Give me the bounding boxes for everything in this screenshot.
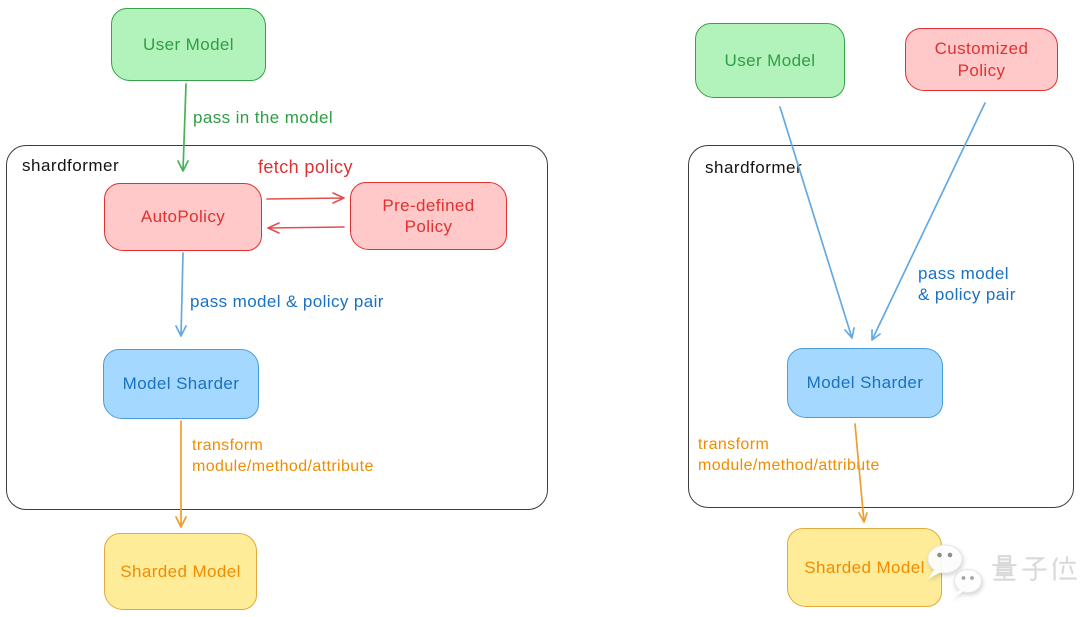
left-transform-label-line1: transform: [192, 437, 264, 454]
left-fetch-policy-label: fetch policy: [258, 157, 353, 177]
right-transform-label-line1: transform: [698, 436, 770, 453]
left-shardformer-label: shardformer: [22, 156, 120, 175]
right-customized-policy-box: Customized Policy: [905, 28, 1058, 91]
left-autopolicy-box: AutoPolicy: [104, 183, 262, 251]
watermark-cjk-glyphs: [992, 555, 1077, 581]
left-model-sharder-box: Model Sharder: [103, 349, 259, 419]
left-predefined-policy-box: Pre-defined Policy: [350, 182, 507, 250]
left-pass-in-model-label: pass in the model: [193, 108, 334, 127]
right-sharded-model-box: Sharded Model: [787, 528, 942, 607]
right-transform-label-line2: module/method/attribute: [698, 457, 880, 474]
left-pass-pair-label: pass model & policy pair: [190, 292, 384, 311]
right-pass-pair-label-line1: pass model: [918, 264, 1009, 283]
right-shardformer-label: shardformer: [705, 158, 803, 177]
left-transform-label-line2: module/method/attribute: [192, 458, 374, 475]
left-user-model-box: User Model: [111, 8, 266, 81]
left-shardformer-container: [6, 145, 548, 510]
right-model-sharder-box: Model Sharder: [787, 348, 943, 418]
right-user-model-box: User Model: [695, 23, 845, 98]
right-pass-pair-label-line2: & policy pair: [918, 285, 1016, 304]
watermark-text: 量子位: [0, 0, 1, 1]
left-sharded-model-box: Sharded Model: [104, 533, 257, 610]
